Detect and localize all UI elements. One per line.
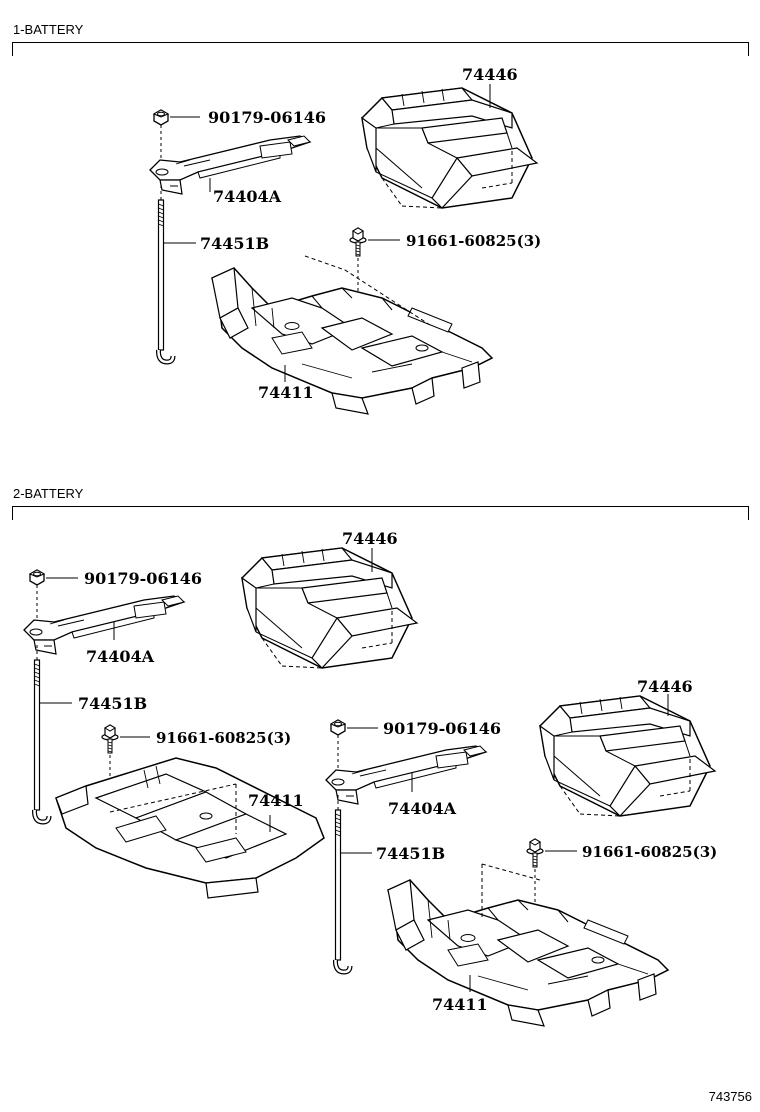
rod-part [34, 660, 49, 822]
label-rod: 74451B [200, 234, 269, 253]
bolt-part [101, 724, 119, 754]
rod-part [335, 810, 350, 972]
nut-part [153, 109, 169, 126]
clamp-part [325, 745, 487, 805]
section-1-art: 90179-06146 74404A 74451B 91661-60825(3)… [149, 65, 541, 415]
tray-part [211, 267, 493, 415]
tray-part [387, 879, 669, 1027]
label-nut: 90179-06146 [84, 569, 202, 588]
nut-part [330, 719, 346, 736]
insulator-part [361, 87, 538, 209]
rod-part [158, 200, 173, 362]
label-tray: 74411 [258, 383, 314, 402]
label-rod: 74451B [376, 844, 445, 863]
label-tray: 74411 [432, 995, 488, 1014]
tray-part [55, 757, 325, 899]
label-clamp: 74404A [86, 647, 155, 666]
catalog-number: 743756 [708, 1089, 752, 1104]
section-title-2: 2-BATTERY [13, 486, 84, 501]
insulator-part [539, 695, 716, 817]
nut-part [29, 569, 45, 586]
clamp-part [23, 595, 185, 655]
label-bolt: 91661-60825(3) [156, 729, 291, 747]
section-2-left-art: 90179-06146 74404A 74451B 91661-60825(3)… [23, 529, 418, 899]
label-insulator: 74446 [342, 529, 398, 548]
label-nut: 90179-06146 [208, 108, 326, 127]
label-bolt: 91661-60825(3) [406, 232, 541, 250]
bolt-part [349, 227, 367, 257]
label-clamp: 74404A [388, 799, 457, 818]
section-bracket-1 [12, 42, 749, 56]
label-insulator: 74446 [637, 677, 693, 696]
label-clamp: 74404A [213, 187, 282, 206]
bolt-part [526, 838, 544, 868]
section-bracket-2 [12, 506, 749, 520]
label-bolt: 91661-60825(3) [582, 843, 717, 861]
label-rod: 74451B [78, 694, 147, 713]
label-insulator: 74446 [462, 65, 518, 84]
label-nut: 90179-06146 [383, 719, 501, 738]
insulator-part [241, 547, 418, 669]
section-title-1: 1-BATTERY [13, 22, 84, 37]
section-2-right-art: 90179-06146 74404A 74451B 91661-60825(3)… [325, 677, 717, 1027]
label-tray: 74411 [248, 791, 304, 810]
clamp-part [149, 135, 311, 195]
